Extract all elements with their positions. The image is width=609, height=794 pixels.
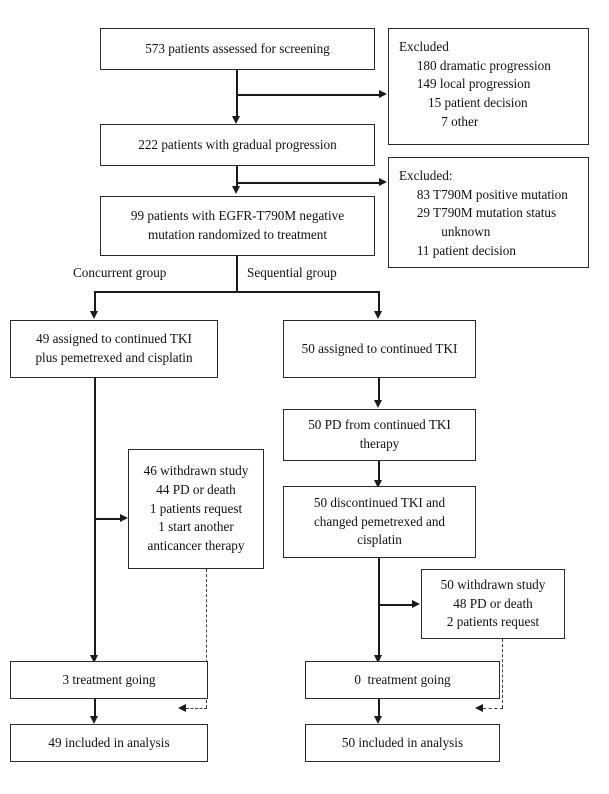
node-excluded-mutation: Excluded: 83 T790M positive mutation 29 …	[388, 157, 589, 268]
node-sequential-withdrawn-line3: 2 patients request	[446, 614, 540, 630]
arrowhead-concurrent-assigned-to-ongoing	[90, 655, 98, 663]
node-sequential-pd-line1: 50 PD from continued TKI	[308, 417, 451, 433]
node-sequential-discontinued: 50 discontinued TKI and changed pemetrex…	[283, 486, 476, 558]
node-sequential-analysis-text: 50 included in analysis	[341, 734, 464, 750]
connector-split-to-sequential	[378, 291, 380, 313]
excluded-screening-title: Excluded	[399, 39, 449, 54]
excluded-screening-item-1: 149 local progression	[416, 76, 531, 92]
node-concurrent-withdrawn-line2: 44 PD or death	[156, 481, 236, 497]
node-sequential-withdrawn-line2: 48 PD or death	[453, 595, 533, 611]
dashed-connector-sequential-withdrawn-horizontal	[483, 708, 503, 709]
node-sequential-pd-line2: therapy	[359, 436, 400, 451]
connector-sequential-to-withdrawn	[378, 604, 413, 606]
connector-sequential-assigned-to-pd	[378, 378, 380, 403]
node-concurrent-assigned-line1: 49 assigned to continued TKI	[36, 331, 192, 347]
node-concurrent-withdrawn-line4: 1 start another	[158, 519, 234, 535]
dashed-connector-sequential-withdrawn-vertical	[502, 639, 503, 708]
excluded-screening-item-3: 7 other	[441, 113, 479, 129]
connector-gradual-to-excluded2	[236, 182, 380, 184]
node-sequential-withdrawn: 50 withdrawn study 48 PD or death 2 pati…	[421, 569, 565, 639]
node-concurrent-ongoing-text: 3 treatment going	[62, 671, 156, 687]
node-randomized-line1: 99 patients with EGFR-T790M negative	[130, 208, 345, 224]
connector-split-to-concurrent	[94, 291, 96, 313]
arrowhead-sequential-pd-to-discontinued	[374, 480, 382, 488]
connector-sequential-ongoing-to-analysis	[378, 699, 380, 719]
excluded-screening-item-0: 180 dramatic progression	[416, 57, 551, 73]
arrowhead-sequential-discontinued-to-ongoing	[374, 655, 382, 663]
excluded-screening-item-2: 15 patient decision	[428, 95, 528, 111]
arrowhead-gradual-to-randomized	[232, 186, 240, 194]
excluded-mutation-item-0: 83 T790M positive mutation	[416, 186, 568, 202]
arrowhead-split-to-concurrent	[90, 311, 98, 319]
node-excluded-screening: Excluded 180 dramatic progression 149 lo…	[388, 28, 589, 145]
connector-concurrent-to-withdrawn	[94, 518, 122, 520]
node-patients-screened: 573 patients assessed for screening	[100, 28, 375, 70]
node-gradual-progression: 222 patients with gradual progression	[100, 124, 375, 166]
node-sequential-discontinued-line3: cisplatin	[357, 532, 402, 548]
arrowhead-sequential-assigned-to-pd	[374, 400, 382, 408]
node-sequential-assigned-line1: 50 assigned to continued TKI	[301, 340, 458, 356]
arrowhead-sequential-to-withdrawn	[412, 600, 420, 608]
connector-screened-to-excluded1	[236, 94, 380, 96]
node-sequential-discontinued-line1: 50 discontinued TKI and	[313, 494, 446, 510]
node-concurrent-withdrawn: 46 withdrawn study 44 PD or death 1 pati…	[128, 449, 264, 569]
node-sequential-pd: 50 PD from continued TKI therapy	[283, 409, 476, 461]
connector-gradual-to-randomized	[236, 166, 238, 188]
node-sequential-assigned: 50 assigned to continued TKI	[283, 320, 476, 378]
connector-randomized-split-stem	[236, 256, 238, 292]
dashed-connector-concurrent-withdrawn-horizontal	[186, 708, 207, 709]
arrowhead-gradual-to-excluded2	[379, 178, 387, 186]
label-sequential-group: Sequential group	[247, 265, 337, 280]
node-randomized: 99 patients with EGFR-T790M negative mut…	[100, 196, 375, 256]
excluded-mutation-title: Excluded:	[399, 168, 453, 183]
node-sequential-analysis: 50 included in analysis	[305, 724, 500, 762]
node-randomized-line2: mutation randomized to treatment	[147, 227, 328, 242]
node-concurrent-assigned: 49 assigned to continued TKI plus pemetr…	[10, 320, 218, 378]
excluded-mutation-item-3: 11 patient decision	[416, 242, 516, 258]
node-sequential-withdrawn-line1: 50 withdrawn study	[440, 576, 546, 592]
connector-sequential-pd-to-discontinued	[378, 461, 380, 483]
arrowhead-screened-to-excluded1	[379, 90, 387, 98]
arrowhead-dashed-concurrent-to-analysis	[178, 704, 186, 712]
node-concurrent-analysis-text: 49 included in analysis	[48, 734, 170, 750]
node-concurrent-assigned-line2: plus pemetrexed and cisplatin	[35, 350, 193, 365]
node-patients-screened-text: 573 patients assessed for screening	[145, 40, 330, 56]
dashed-connector-concurrent-withdrawn-vertical	[206, 569, 207, 708]
label-concurrent-group: Concurrent group	[73, 265, 167, 280]
node-sequential-discontinued-line2: changed pemetrexed and	[313, 513, 446, 529]
connector-randomization-split-bar	[94, 291, 379, 293]
node-sequential-ongoing-text: 0 treatment going	[354, 671, 451, 687]
node-concurrent-ongoing: 3 treatment going	[10, 661, 208, 699]
arrowhead-sequential-ongoing-to-analysis	[374, 716, 382, 724]
arrowhead-screened-to-gradual	[232, 116, 240, 124]
connector-sequential-discontinued-to-ongoing	[378, 558, 380, 660]
node-concurrent-withdrawn-line1: 46 withdrawn study	[143, 463, 249, 479]
arrowhead-dashed-sequential-to-analysis	[475, 704, 483, 712]
node-sequential-ongoing: 0 treatment going	[305, 661, 500, 699]
arrowhead-concurrent-ongoing-to-analysis	[90, 716, 98, 724]
arrowhead-concurrent-to-withdrawn	[120, 514, 128, 522]
node-gradual-progression-text: 222 patients with gradual progression	[138, 136, 337, 152]
node-concurrent-withdrawn-line3: 1 patients request	[149, 500, 243, 516]
node-concurrent-analysis: 49 included in analysis	[10, 724, 208, 762]
excluded-mutation-item-2: unknown	[441, 224, 491, 240]
arrowhead-split-to-sequential	[374, 311, 382, 319]
node-concurrent-withdrawn-line5: anticancer therapy	[147, 538, 245, 554]
excluded-mutation-item-1: 29 T790M mutation status	[416, 205, 557, 221]
connector-concurrent-ongoing-to-analysis	[94, 699, 96, 719]
